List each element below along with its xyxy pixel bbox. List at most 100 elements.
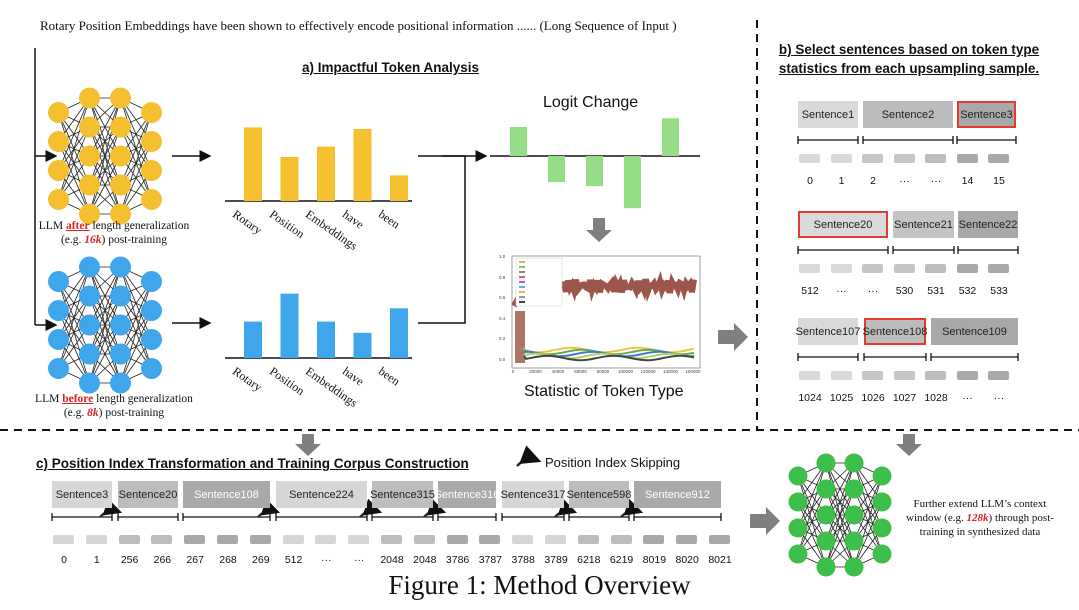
bar-position (280, 293, 299, 358)
sentence-box: Sentence22 (958, 211, 1018, 238)
neuron (79, 314, 100, 336)
token-block (381, 535, 402, 544)
token-block (925, 154, 946, 163)
plot-series (523, 354, 695, 362)
token-block (830, 371, 852, 380)
position-index: ··· (899, 175, 910, 187)
neuron (788, 466, 808, 486)
token-block (217, 535, 238, 544)
token-block (925, 371, 946, 380)
position-index: 1025 (829, 392, 854, 404)
token-block (830, 154, 852, 163)
position-index: ··· (930, 175, 942, 187)
position-index: 3788 (511, 554, 535, 566)
section-c-title: c) Position Index Transformation and Tra… (36, 456, 469, 471)
token-block (545, 535, 566, 544)
position-index: ··· (321, 554, 332, 566)
position-index: 8021 (708, 554, 732, 566)
x-tick-label: 40000 (551, 369, 565, 374)
sentence-box: Sentence598 (567, 481, 631, 508)
position-index: 530 (895, 285, 914, 297)
figure-caption: Figure 1: Method Overview (388, 570, 691, 600)
neuron (844, 453, 864, 473)
neuron (48, 300, 69, 321)
neuron (141, 131, 162, 152)
sentence-box: Sentence20 (798, 211, 888, 238)
neuron (48, 271, 69, 292)
statistic-token-type-plot (511, 255, 701, 369)
token-block (799, 264, 820, 273)
token-block (799, 371, 820, 380)
token-block (282, 535, 304, 544)
position-index: ··· (962, 392, 973, 404)
neuron (788, 492, 808, 512)
bar-rotary (244, 127, 262, 201)
neuron (788, 544, 808, 564)
position-index: 532 (958, 285, 977, 297)
neuron (872, 544, 892, 564)
token-block (85, 535, 107, 544)
position-index: 8020 (675, 554, 699, 566)
token-block (512, 535, 534, 544)
neuron (141, 102, 162, 123)
neuron (141, 160, 162, 181)
final-caption: Further extend LLM’s context window (e.g… (906, 498, 1054, 538)
token-block (862, 371, 883, 380)
neuron (872, 492, 892, 512)
skip-legend-label: Position Index Skipping (545, 455, 681, 470)
token-block (956, 154, 978, 163)
token-block (893, 264, 915, 273)
token-block (413, 535, 435, 544)
token-block (577, 535, 599, 544)
position-index: 531 (927, 285, 945, 297)
logit-change-title: Logit Change (543, 94, 639, 111)
intro-text: Rotary Position Embeddings have been sho… (40, 18, 677, 33)
sentence-box: Sentence912 (634, 481, 721, 508)
token-block (151, 535, 173, 544)
bar-been (390, 308, 408, 358)
x-tick-label: 20000 (529, 369, 542, 374)
position-index: 1 (93, 554, 100, 566)
skip-legend-icon (516, 445, 542, 467)
token-block (348, 535, 370, 544)
neuron (872, 466, 892, 486)
position-index: 2 (870, 175, 876, 187)
token-block (610, 535, 632, 544)
token-block (676, 535, 698, 544)
position-index: 0 (61, 554, 67, 566)
position-index: 2048 (413, 554, 437, 566)
position-index: ··· (993, 392, 1005, 404)
section-b-range-lines (797, 136, 1019, 361)
bar-position (280, 157, 299, 201)
statistic-title: Statistic of Token Type (524, 383, 684, 400)
sentence-box: Sentence108 (183, 481, 270, 508)
bar-rotary (244, 321, 262, 358)
bar-been (390, 175, 408, 201)
token-block (709, 535, 730, 544)
neuron (141, 271, 162, 292)
after-bar-chart (225, 127, 412, 202)
neuron (110, 203, 131, 225)
position-index: 1 (838, 175, 845, 187)
neuron (110, 87, 131, 109)
x-tick-label: 140000 (662, 369, 679, 374)
neuron (79, 256, 100, 278)
skip-arrow (620, 498, 644, 518)
x-tick-label: 120000 (640, 369, 656, 374)
position-index: 14 (961, 175, 974, 187)
neuron (79, 87, 100, 109)
skip-arrow (554, 498, 578, 518)
position-index: 533 (990, 285, 1008, 297)
neuron (48, 358, 69, 379)
token-block (862, 264, 883, 273)
neuron (816, 453, 836, 473)
neuron (110, 314, 131, 336)
neuron (110, 372, 131, 394)
y-tick-label: 0.6 (499, 295, 506, 300)
sentence-box: Sentence3 (52, 481, 112, 508)
sentence-box: Sentence21 (893, 211, 954, 238)
token-block (446, 535, 468, 544)
position-index: 1024 (798, 392, 822, 404)
